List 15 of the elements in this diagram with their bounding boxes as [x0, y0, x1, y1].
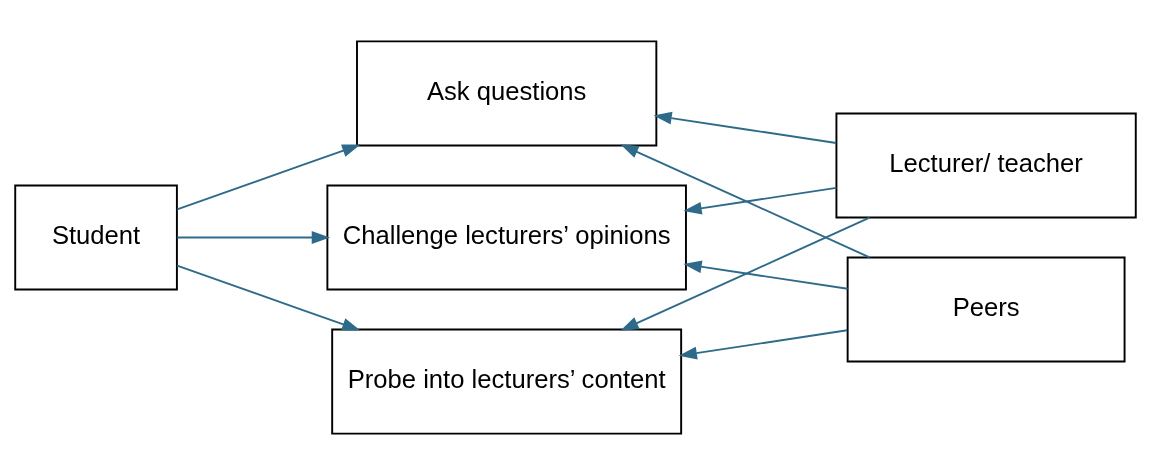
arrow	[620, 216, 871, 331]
node-box: Challenge lecturers’ opinions	[326, 184, 687, 290]
node-box: Peers	[846, 256, 1126, 362]
node-box: Probe into lecturers’ content	[331, 328, 683, 435]
arrow	[678, 328, 849, 359]
arrow	[176, 264, 361, 330]
node-box: Ask questions	[356, 39, 658, 146]
arrow	[683, 259, 849, 290]
node-box: Student	[14, 184, 178, 290]
arrow	[653, 111, 838, 144]
node-box: Lecturer/ teacher	[835, 112, 1137, 218]
arrow	[620, 143, 871, 258]
arrow	[176, 144, 361, 210]
arrow	[176, 230, 330, 244]
arrow	[683, 186, 838, 215]
